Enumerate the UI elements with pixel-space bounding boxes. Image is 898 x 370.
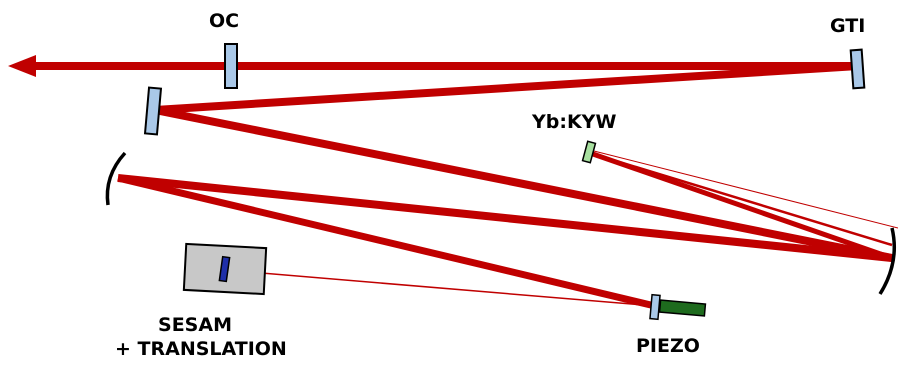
beam-piezo-to-sesam (224, 269, 656, 307)
beam-fold-to-gti (154, 62, 859, 114)
fold-mirror (143, 86, 163, 136)
sesam-label-line2: + TRANSLATION (115, 338, 287, 360)
right-curved-mirror-arc (878, 227, 896, 295)
piezo-mirror-body (649, 293, 661, 321)
piezo-mirror (649, 293, 707, 321)
beam-right-mirror-to-left-curved (117, 174, 893, 262)
piezo-actuator (658, 299, 707, 317)
gain-crystal-label: Yb:KYW (532, 111, 617, 133)
gti-mirror (849, 48, 866, 90)
beam-crystal-to-right-mirror (589, 150, 893, 261)
gti-mirror-body (849, 48, 866, 90)
gain-crystal (581, 140, 597, 164)
sesam-assembly (182, 242, 268, 296)
right-curved-mirror (878, 227, 896, 295)
output-arrowhead (8, 55, 36, 77)
beam-left-curved-to-piezo (117, 174, 656, 310)
left-curved-mirror (105, 151, 127, 206)
piezo-label: PIEZO (636, 335, 700, 357)
pump-beam (589, 149, 898, 229)
oc-label: OC (209, 10, 240, 32)
left-curved-mirror-arc (105, 151, 127, 206)
fold-mirror-body (143, 86, 163, 136)
output-coupler-body (224, 43, 238, 89)
sesam-label: SESAM + TRANSLATION (115, 314, 287, 360)
gti-label: GTI (830, 15, 866, 37)
beam-fold-to-right-mirror (154, 106, 893, 262)
beam-paths (8, 55, 898, 310)
sesam-label-line1: SESAM (158, 314, 232, 336)
sesam-chip (218, 255, 231, 283)
beam-crystal-to-right-mirror-2 (589, 151, 893, 247)
output-coupler (224, 43, 238, 89)
gain-crystal-body (581, 140, 597, 164)
